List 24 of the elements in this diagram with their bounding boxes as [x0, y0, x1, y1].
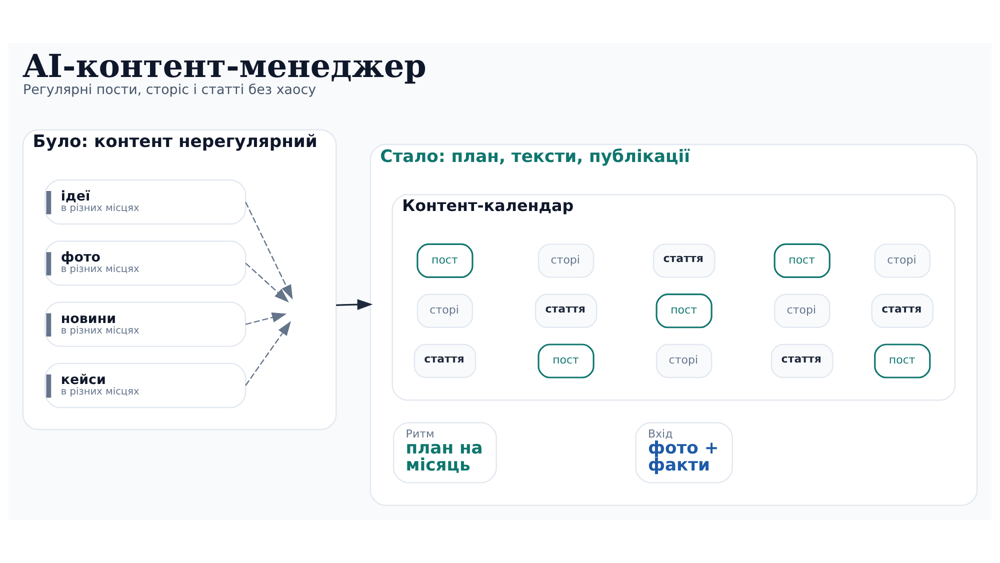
node-box: Вхід фото + факти	[635, 422, 733, 484]
arrow	[245, 202, 293, 302]
arrow	[245, 262, 289, 302]
diagram-title: AI-контент-менеджер	[23, 48, 426, 85]
node-box: пост	[538, 344, 594, 378]
node-box: стаття	[770, 344, 834, 378]
node-box: сторі	[538, 244, 594, 278]
node-box: сторі	[874, 244, 931, 278]
node-box: сторі	[774, 294, 830, 328]
node-box: стаття	[534, 294, 598, 328]
node-box: пост	[656, 294, 712, 328]
node-box: сторі	[416, 294, 474, 328]
node-box: пост	[874, 344, 931, 378]
node-box: пост	[416, 243, 474, 278]
node-box: Ритм план на місяць	[392, 422, 497, 484]
node-box: стаття	[652, 244, 716, 278]
node-box: стаття	[871, 294, 934, 328]
node-box: стаття	[414, 344, 476, 378]
arrow	[245, 321, 292, 386]
arrow	[245, 312, 287, 325]
node-box: сторі	[656, 344, 712, 378]
arrow	[336, 299, 373, 310]
node-box: пост	[774, 243, 830, 278]
caption: Регулярні пости, сторіс і статті без хаосу	[23, 83, 316, 98]
